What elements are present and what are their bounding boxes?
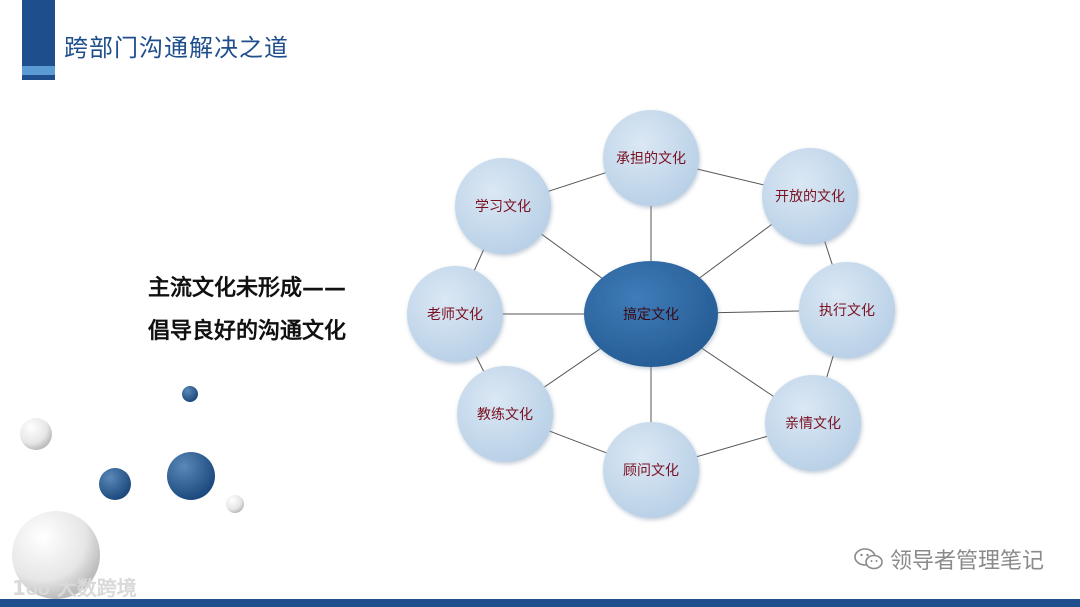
culture-node-label: 顾问文化 <box>623 463 679 479</box>
center-node-shape <box>584 261 718 367</box>
culture-node-circle <box>765 375 861 471</box>
decor-ball-grey-tiny <box>226 495 244 513</box>
culture-node: 学习文化 <box>455 158 551 254</box>
subtitle-line-1: 主流文化未形成—— <box>148 276 347 301</box>
wechat-account-name: 领导者管理笔记 <box>889 549 1044 574</box>
culture-node-circle <box>762 148 858 244</box>
culture-node: 老师文化 <box>407 266 503 362</box>
culture-node-circle <box>407 266 503 362</box>
culture-node-circle <box>455 158 551 254</box>
decor-ball-blue-small <box>99 468 131 500</box>
decor-ball-grey-large <box>12 511 100 599</box>
footer-bar <box>0 599 1080 607</box>
title-accent-stripe <box>22 66 55 75</box>
center-node: 搞定文化 <box>584 261 718 367</box>
culture-node-label: 开放的文化 <box>775 189 845 205</box>
culture-node: 承担的文化 <box>603 110 699 206</box>
title-accent-bar <box>22 0 55 80</box>
decor-ball-blue-tiny <box>182 386 198 402</box>
culture-node-circle <box>603 110 699 206</box>
subtitle-line-2: 倡导良好的沟通文化 <box>148 319 347 344</box>
page-title: 跨部门沟通解决之道 <box>64 34 289 62</box>
title-accent-stripe-dark <box>22 75 55 80</box>
culture-node: 开放的文化 <box>762 148 858 244</box>
wechat-icon <box>854 548 883 570</box>
wechat-account: 领导者管理笔记 <box>854 543 1044 575</box>
center-node-label: 搞定文化 <box>623 307 679 323</box>
culture-node: 顾问文化 <box>603 422 699 518</box>
watermark: 1OO 大数跨境 <box>12 576 137 600</box>
culture-node-label: 学习文化 <box>475 199 531 215</box>
culture-node-label: 老师文化 <box>427 307 483 323</box>
culture-node-label: 承担的文化 <box>616 151 686 167</box>
culture-node-label: 执行文化 <box>819 303 875 319</box>
culture-node-circle <box>799 262 895 358</box>
decor-ball-blue-large <box>167 452 215 500</box>
culture-node-label: 亲情文化 <box>785 416 841 432</box>
culture-node-label: 教练文化 <box>477 407 533 423</box>
decorative-balls <box>12 386 244 599</box>
culture-node: 执行文化 <box>799 262 895 358</box>
culture-node: 教练文化 <box>457 366 553 462</box>
decor-ball-grey-small <box>20 418 52 450</box>
culture-node-circle <box>457 366 553 462</box>
culture-node-circle <box>603 422 699 518</box>
culture-node: 亲情文化 <box>765 375 861 471</box>
watermark-text: 大数跨境 <box>56 576 137 600</box>
